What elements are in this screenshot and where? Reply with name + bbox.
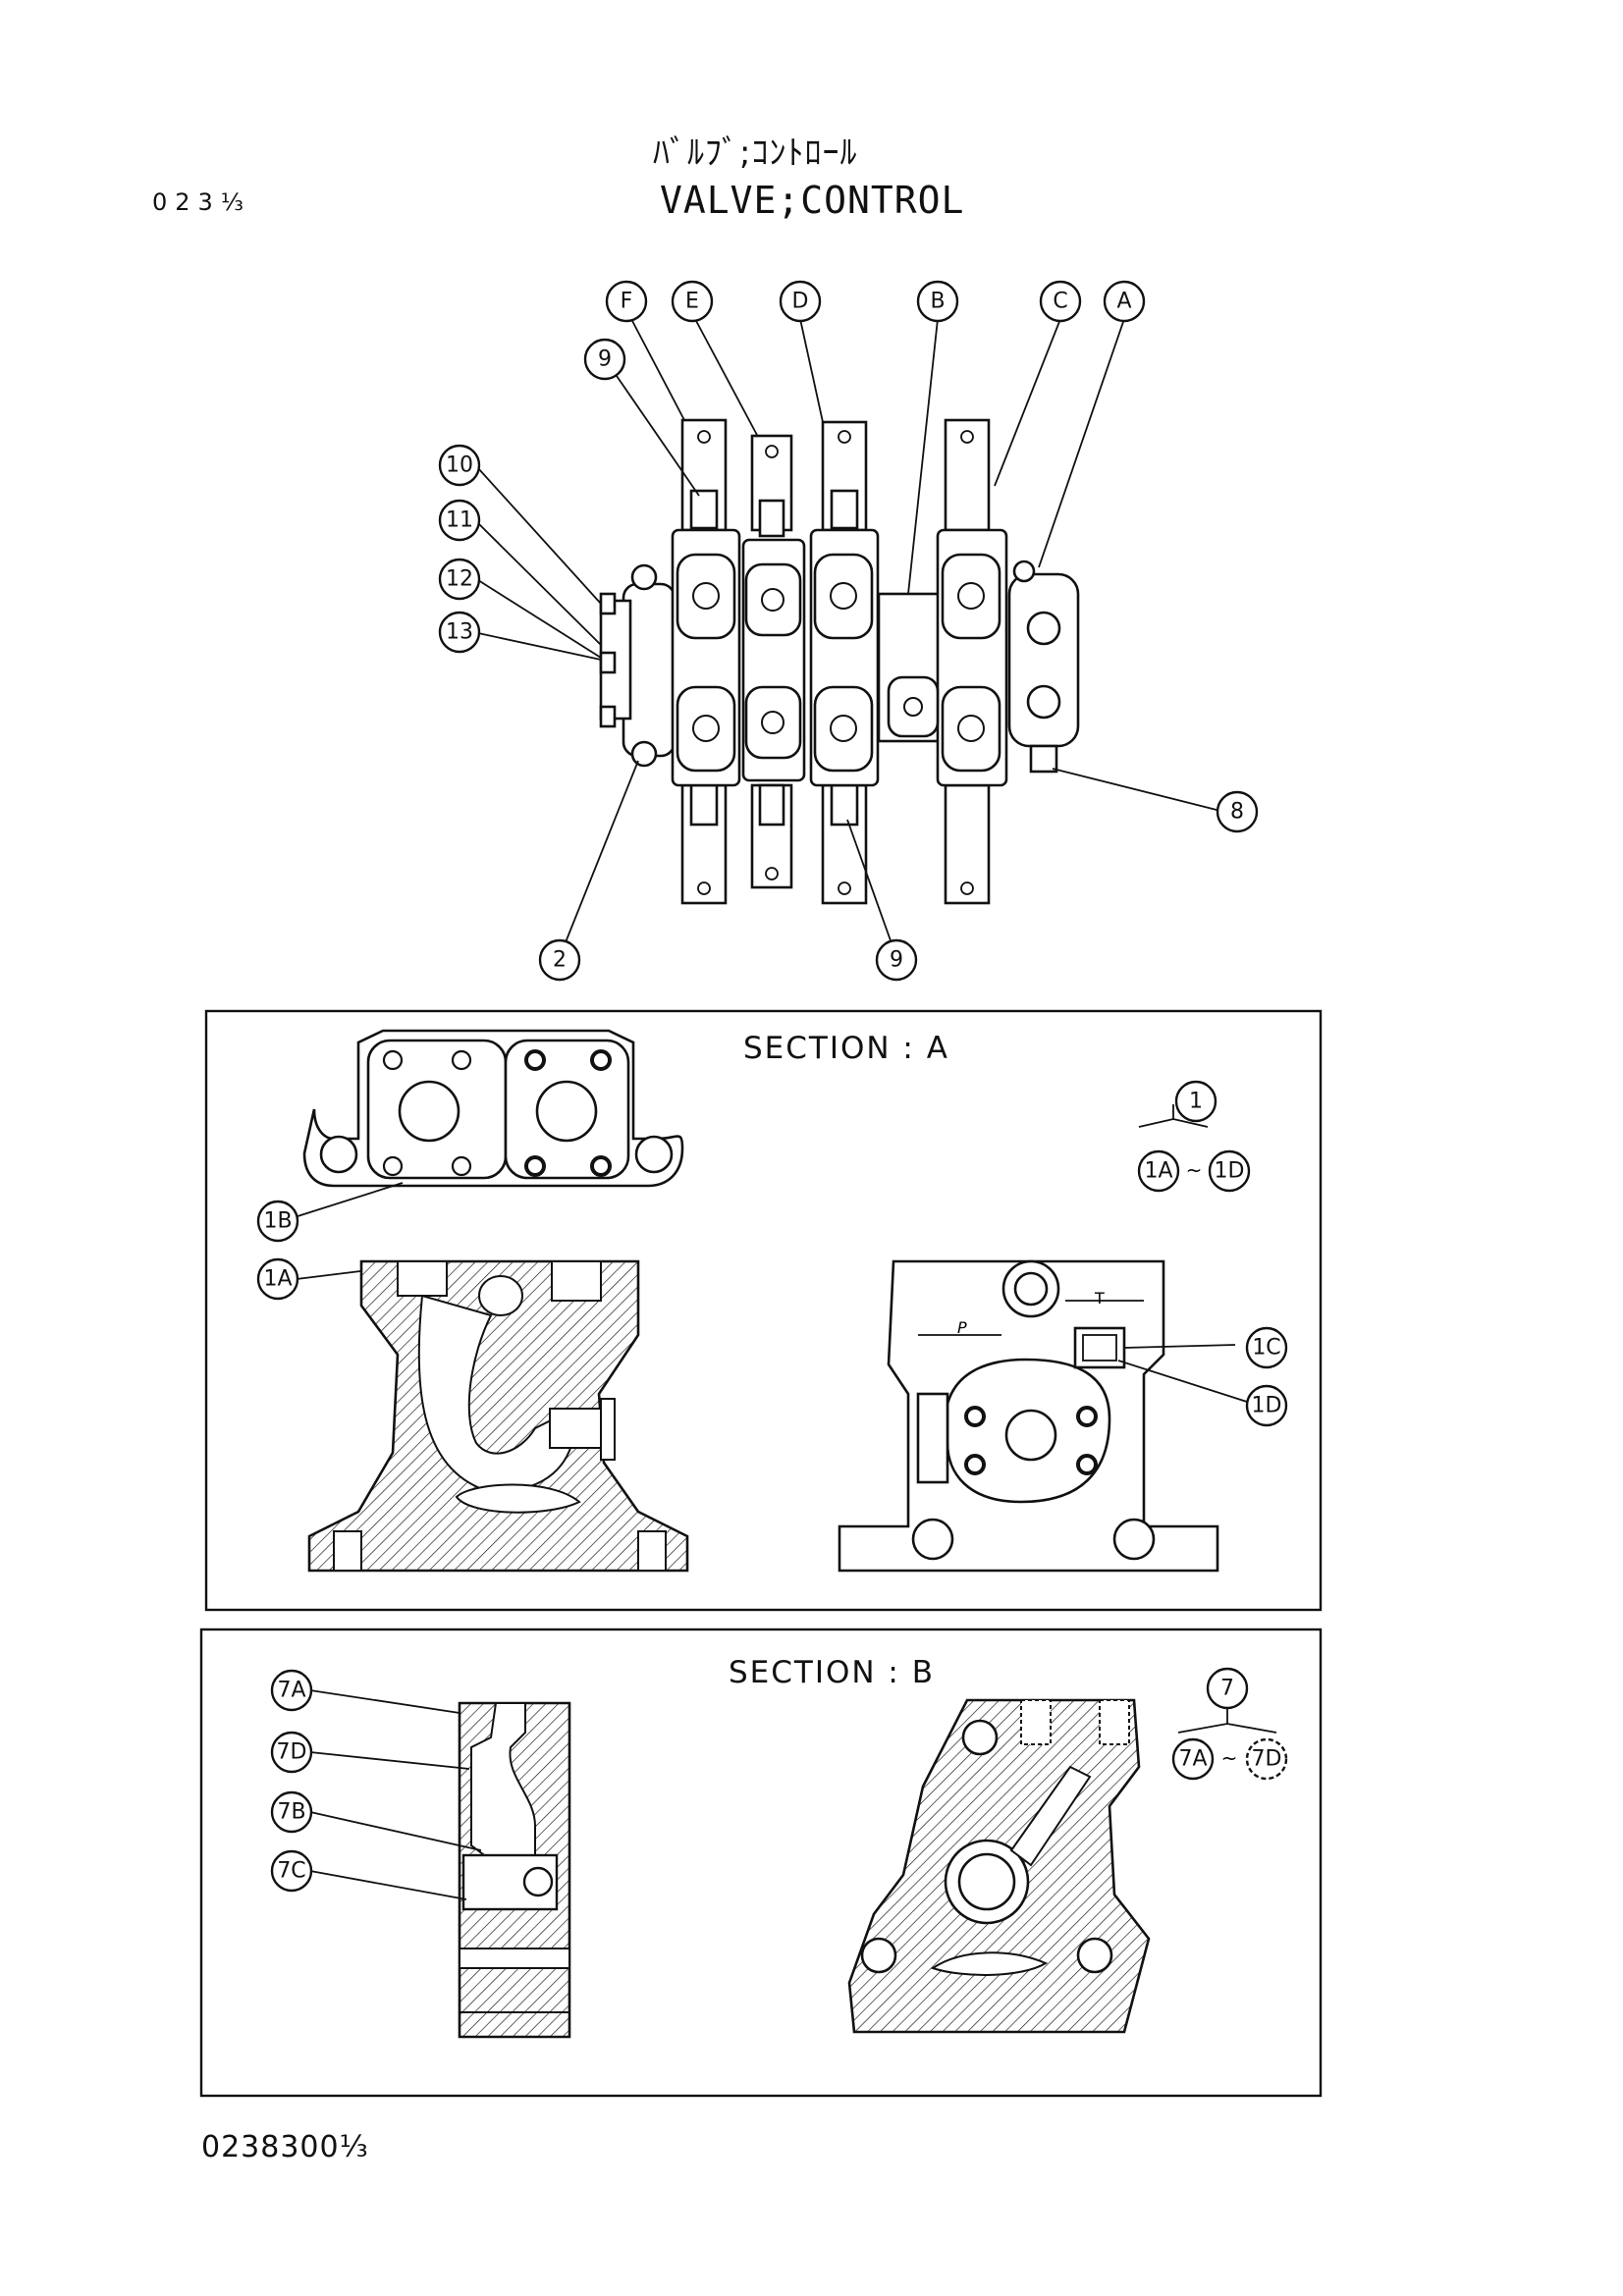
range-separator-a: ~ [1186,1158,1203,1182]
svg-text:1D: 1D [1252,1394,1282,1418]
title-english: VALVE;CONTROL [660,179,965,222]
callout-1d-range: 1D [1208,1149,1251,1193]
svg-text:A: A [1116,290,1131,314]
svg-text:E: E [685,290,699,314]
callout-9-bottom: 9 [875,938,918,982]
section-b-leaders [309,1689,1277,1900]
callout-7a: 7A [270,1669,313,1712]
svg-text:9: 9 [890,948,903,973]
port-mark-p: P [957,1318,967,1337]
callout-7b: 7B [270,1790,313,1834]
svg-text:7: 7 [1220,1677,1234,1701]
svg-text:11: 11 [446,508,473,533]
callout-f: F [605,280,648,323]
section-a-label: SECTION : A [743,1031,949,1066]
svg-text:7C: 7C [277,1859,305,1884]
callout-13: 13 [438,611,481,654]
callout-1b: 1B [256,1200,299,1243]
title-japanese: ﾊﾞﾙﾌﾞ;ｺﾝﾄﾛｰﾙ [653,133,858,173]
svg-text:7A: 7A [1178,1747,1207,1772]
svg-text:8: 8 [1230,800,1244,825]
svg-text:9: 9 [598,347,612,372]
section-b-callouts: 7 7A 7D 7A 7D 7B 7C [270,1667,1288,1893]
svg-text:7B: 7B [277,1800,305,1825]
svg-text:7D: 7D [1252,1747,1282,1772]
callout-7c: 7C [270,1849,313,1893]
svg-text:1: 1 [1189,1090,1203,1114]
callout-10: 10 [438,444,481,487]
svg-text:1A: 1A [263,1267,292,1292]
section-b-label: SECTION : B [729,1655,935,1690]
callout-e: E [671,280,714,323]
section-b-cutaway-left [458,1701,571,2039]
section-a-top-view [302,1029,684,1188]
section-a-callouts: 1 1A 1D 1B 1A 1C 1D [256,1080,1288,1427]
svg-text:C: C [1053,290,1067,314]
svg-text:12: 12 [446,567,473,592]
callout-1a: 1A [256,1257,299,1301]
callout-2: 2 [538,938,581,982]
main-view-leaders [477,318,1225,958]
callout-12: 12 [438,558,481,601]
section-b-cutaway-right [847,1698,1151,2034]
callout-7a-range: 7A [1171,1737,1215,1781]
callout-b: B [916,280,959,323]
page-reference: 023⅓ [152,188,252,216]
section-a-leaders [294,1104,1248,1403]
callout-c: C [1039,280,1082,323]
callout-1: 1 [1174,1080,1217,1123]
range-separator-b: ~ [1221,1746,1238,1770]
svg-text:1B: 1B [263,1209,292,1234]
section-a-side-view: P T [838,1259,1219,1573]
svg-text:2: 2 [553,948,567,973]
svg-text:B: B [930,290,945,314]
port-mark-t: T [1094,1289,1105,1308]
svg-text:1D: 1D [1215,1159,1245,1184]
callout-7d: 7D [270,1731,313,1774]
callout-d: D [779,280,822,323]
document-number: 0238300⅓ [201,2130,369,2164]
callout-8: 8 [1216,790,1259,833]
callout-1c: 1C [1245,1326,1288,1369]
svg-text:10: 10 [446,454,473,478]
callout-7d-range: 7D [1245,1737,1288,1781]
section-a-frame [204,1009,1323,1612]
valve-assembly-view [599,418,1080,905]
svg-text:D: D [792,290,809,314]
section-b-frame [199,1628,1323,2098]
callout-1d: 1D [1245,1384,1288,1427]
callout-7: 7 [1206,1667,1249,1710]
section-a-cutaway-left [307,1259,689,1573]
svg-text:7A: 7A [277,1679,305,1703]
callout-1a-range: 1A [1137,1149,1180,1193]
svg-text:1C: 1C [1252,1336,1280,1361]
main-view-callouts: F E D B C A 9 10 11 12 13 8 2 9 [438,280,1259,982]
callout-9-top: 9 [583,338,626,381]
svg-text:13: 13 [446,620,473,645]
callout-11: 11 [438,499,481,542]
callout-a: A [1103,280,1146,323]
svg-text:1A: 1A [1144,1159,1172,1184]
svg-text:F: F [621,290,633,314]
svg-text:7D: 7D [277,1740,307,1765]
